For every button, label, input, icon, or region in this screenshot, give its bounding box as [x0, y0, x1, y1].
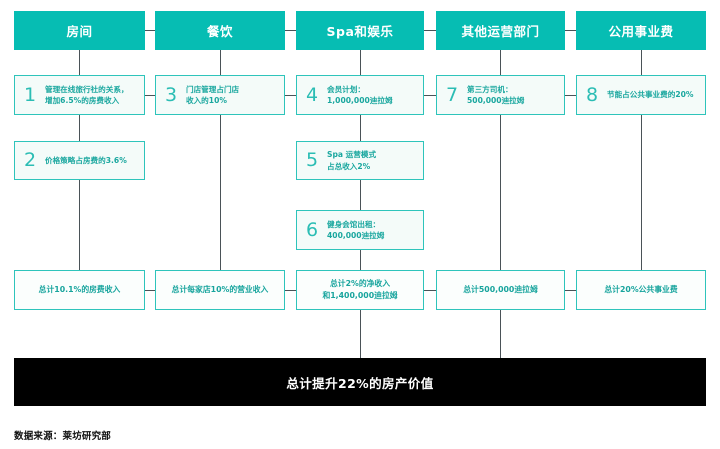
item-box-7[interactable]: 7 第三方司机： 500,000迪拉姆 — [436, 75, 565, 115]
item-number: 7 — [445, 83, 459, 106]
item-text: 价格策略占房费的3.6% — [45, 155, 127, 165]
connector-item-4-7 — [424, 95, 436, 97]
summary-text: 总计20%公共事业费 — [604, 284, 678, 294]
column-header-other-operations[interactable]: 其他运营部门 — [436, 11, 565, 50]
item-box-3[interactable]: 3 门店管理占门店 收入的10% — [155, 75, 285, 115]
column-header-spa-recreation[interactable]: Spa和娱乐 — [296, 11, 424, 50]
summary-text: 总计500,000迪拉姆 — [463, 284, 538, 294]
summary-box-rooms[interactable]: 总计10.1%的房费收入 — [14, 270, 145, 310]
connector-header-3-4 — [424, 30, 436, 32]
summary-box-utilities[interactable]: 总计20%公共事业费 — [576, 270, 706, 310]
item-number: 1 — [23, 83, 37, 106]
item-box-8[interactable]: 8 节能占公共事业费的20% — [576, 75, 706, 115]
column-header-label: 其他运营部门 — [461, 24, 540, 39]
total-value-bar: 总计提升22%的房产价值 — [14, 358, 706, 406]
item-number: 4 — [305, 83, 319, 106]
source-note: 数据来源：莱坊研究部 — [14, 431, 112, 442]
item-number: 3 — [164, 83, 178, 106]
connector-item1-item2 — [79, 115, 81, 141]
connector-item-7-8 — [565, 95, 576, 97]
connector-col5-to-summary — [641, 115, 643, 270]
connector-summary4-to-total — [500, 310, 502, 358]
item-text: 节能占公共事业费的20% — [607, 90, 694, 100]
connector-col5-header-down — [641, 50, 643, 75]
connector-summary-4-5 — [565, 290, 576, 292]
column-header-label: 餐饮 — [206, 24, 233, 39]
item-box-2[interactable]: 2 价格策略占房费的3.6% — [14, 141, 145, 180]
connector-col2-to-summary — [220, 115, 222, 270]
connector-col3-to-summary — [360, 250, 362, 270]
connector-summary-1-2 — [145, 290, 156, 292]
summary-text: 总计每家店10%的营业收入 — [171, 284, 269, 294]
connector-item5-item6 — [360, 180, 362, 210]
column-header-label: Spa和娱乐 — [326, 24, 394, 39]
connector-summary3-to-total — [360, 310, 362, 358]
item-text: Spa 运营模式 占总收入2% — [327, 150, 377, 171]
item-box-1[interactable]: 1 管理在线旅行社的关系， 增加6.5%的房费收入 — [14, 75, 145, 115]
item-text: 健身会馆出租： 400,000迪拉姆 — [327, 219, 385, 240]
connector-item-1-3 — [145, 95, 156, 97]
summary-text: 总计2%的净收入 和1,400,000迪拉姆 — [322, 278, 398, 300]
item-text: 会员计划： 1,000,000迪拉姆 — [327, 84, 393, 105]
summary-text: 总计10.1%的房费收入 — [38, 284, 121, 294]
column-header-label: 公用事业费 — [608, 24, 674, 39]
connector-summary-2-3 — [285, 290, 296, 292]
summary-box-other-operations[interactable]: 总计500,000迪拉姆 — [436, 270, 565, 310]
item-text: 门店管理占门店 收入的10% — [186, 84, 240, 105]
connector-item-3-4 — [285, 95, 296, 97]
connector-col1-to-summary — [79, 180, 81, 270]
item-text: 第三方司机： 500,000迪拉姆 — [467, 84, 525, 105]
item-number: 8 — [585, 83, 599, 106]
column-header-food-beverage[interactable]: 餐饮 — [155, 11, 285, 50]
item-number: 6 — [305, 218, 319, 241]
connector-header-1-2 — [145, 30, 156, 32]
column-header-rooms[interactable]: 房间 — [14, 11, 145, 50]
connector-col2-header-down — [220, 50, 222, 75]
total-value-label: 总计提升22%的房产价值 — [286, 375, 434, 391]
item-text: 管理在线旅行社的关系， 增加6.5%的房费收入 — [45, 84, 129, 105]
summary-box-food-beverage[interactable]: 总计每家店10%的营业收入 — [155, 270, 285, 310]
column-header-label: 房间 — [66, 24, 93, 39]
column-header-utilities[interactable]: 公用事业费 — [576, 11, 706, 50]
connector-item4-item5 — [360, 115, 362, 141]
connector-col3-header-down — [360, 50, 362, 75]
connector-header-4-5 — [565, 30, 576, 32]
item-box-6[interactable]: 6 健身会馆出租： 400,000迪拉姆 — [296, 210, 424, 250]
item-box-5[interactable]: 5 Spa 运营模式 占总收入2% — [296, 141, 424, 180]
item-number: 5 — [305, 149, 319, 171]
connector-col4-header-down — [500, 50, 502, 75]
item-box-4[interactable]: 4 会员计划： 1,000,000迪拉姆 — [296, 75, 424, 115]
summary-box-spa-recreation[interactable]: 总计2%的净收入 和1,400,000迪拉姆 — [296, 270, 424, 310]
connector-header-2-3 — [285, 30, 296, 32]
connector-col1-header-down — [79, 50, 81, 75]
connector-summary-3-4 — [424, 290, 436, 292]
connector-col4-to-summary — [500, 115, 502, 270]
item-number: 2 — [23, 149, 37, 171]
